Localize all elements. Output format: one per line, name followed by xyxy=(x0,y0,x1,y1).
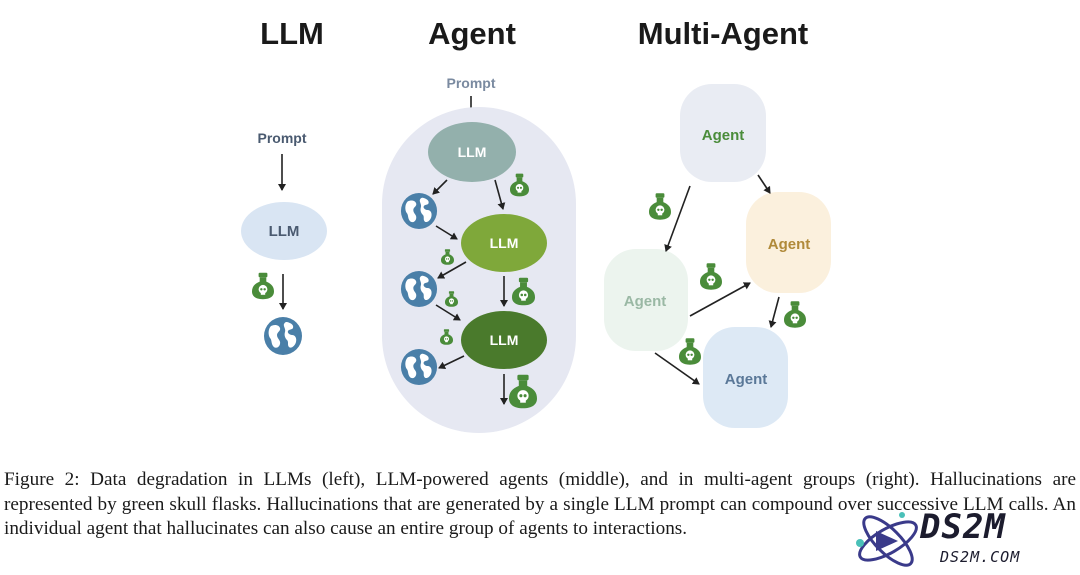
agent-arrow-1-to-globe xyxy=(432,179,448,195)
multi-flask-icon-4 xyxy=(679,338,701,365)
agent-llm-node-1-label: LLM xyxy=(458,144,487,160)
multi-arrow-top-to-left xyxy=(664,185,691,252)
agent-column-title: Agent xyxy=(428,16,516,51)
multi-agent-column-title: Multi-Agent xyxy=(638,16,808,51)
multi-arrow-right-to-bottom xyxy=(768,296,780,328)
agent-llm-node-3 xyxy=(461,311,547,369)
agent-prompt-label: Prompt xyxy=(447,75,496,91)
atom-logo-icon xyxy=(856,512,918,567)
llm-globe-icon xyxy=(264,317,302,355)
agent-llm-node-1 xyxy=(428,122,516,182)
agent-arrow-globe-to-3 xyxy=(435,304,461,321)
multi-agent-node-left xyxy=(604,249,688,351)
agent-arrow-3-to-globe xyxy=(438,355,465,370)
agent-globe-icon-1 xyxy=(400,192,438,230)
figure-diagram: LLM Agent Multi-Agent Prompt LLM Prompt … xyxy=(241,16,831,433)
multi-agent-node-right-label: Agent xyxy=(768,236,811,253)
llm-prompt-label: Prompt xyxy=(258,130,307,146)
agent-llm-node-3-label: LLM xyxy=(490,332,519,348)
multi-agent-node-top-label: Agent xyxy=(702,127,745,144)
logo-main-text: DS2M xyxy=(920,507,1006,547)
multi-flask-icon-2 xyxy=(700,263,722,290)
watermark-logo: DS2M DS2M.COM xyxy=(852,505,1080,575)
llm-column-title: LLM xyxy=(260,16,324,51)
agent-globe-icon-3 xyxy=(400,348,438,386)
llm-node-label: LLM xyxy=(269,223,300,240)
agent-llm-node-2 xyxy=(461,214,547,272)
agent-llm-node-2-label: LLM xyxy=(490,235,519,251)
multi-arrow-left-to-bottom xyxy=(654,352,700,385)
multi-agent-node-bottom xyxy=(703,327,788,428)
agent-globe-icon-2 xyxy=(400,270,438,308)
agent-arrow-1-to-2 xyxy=(494,179,506,210)
multi-agent-node-right xyxy=(746,192,831,293)
figure-caption: Figure 2: Data degradation in LLMs (left… xyxy=(4,468,1076,542)
logo-sub-text: DS2M.COM xyxy=(940,548,1021,566)
llm-flask-icon xyxy=(252,272,274,300)
multi-flask-icon-1 xyxy=(649,193,671,220)
llm-node xyxy=(241,202,327,260)
multi-agent-node-bottom-label: Agent xyxy=(725,371,768,388)
multi-agent-node-left-label: Agent xyxy=(624,293,667,310)
multi-arrow-top-to-right xyxy=(757,174,771,194)
agent-arrow-2-to-globe xyxy=(437,261,467,279)
caption-text: Figure 2: Data degradation in LLMs (left… xyxy=(4,469,1076,539)
agent-arrow-globe-to-2 xyxy=(435,225,458,240)
multi-arrow-left-to-right xyxy=(689,282,751,317)
multi-agent-node-top xyxy=(680,84,766,182)
multi-flask-icon-3 xyxy=(784,301,806,328)
